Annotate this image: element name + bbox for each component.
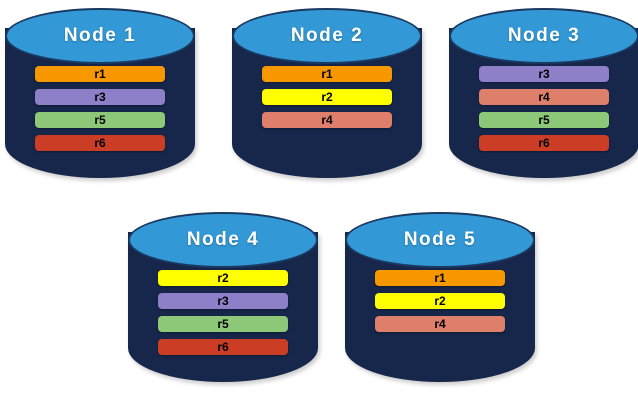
node-label: Node 2 xyxy=(290,25,364,46)
replica-item[interactable]: r5 xyxy=(35,112,165,128)
replica-item[interactable]: r4 xyxy=(479,89,609,105)
replica-item[interactable]: r3 xyxy=(35,89,165,105)
replica-item[interactable]: r3 xyxy=(158,293,288,309)
replica-list: r1 r2 r4 xyxy=(375,270,505,339)
cylinder-top-icon xyxy=(5,8,195,64)
replica-item[interactable]: r5 xyxy=(158,316,288,332)
replica-list: r2 r3 r5 r6 xyxy=(158,270,288,362)
database-node-4[interactable]: Node 4 r2 r3 r5 r6 xyxy=(128,212,318,390)
replica-list: r1 r3 r5 r6 xyxy=(35,66,165,158)
replica-item[interactable]: r2 xyxy=(262,89,392,105)
replica-item[interactable]: r6 xyxy=(35,135,165,151)
node-label: Node 3 xyxy=(507,25,581,46)
node-label: Node 1 xyxy=(63,25,137,46)
replica-item[interactable]: r2 xyxy=(375,293,505,309)
node-label: Node 5 xyxy=(403,229,477,250)
replica-list: r3 r4 r5 r6 xyxy=(479,66,609,158)
replica-item[interactable]: r5 xyxy=(479,112,609,128)
cylinder-top-icon xyxy=(128,212,318,268)
replica-item[interactable]: r4 xyxy=(262,112,392,128)
replica-item[interactable]: r2 xyxy=(158,270,288,286)
replica-item[interactable]: r3 xyxy=(479,66,609,82)
cylinder-top-icon xyxy=(449,8,638,64)
replica-item[interactable]: r1 xyxy=(262,66,392,82)
database-node-2[interactable]: Node 2 r1 r2 r4 xyxy=(232,8,422,186)
replica-item[interactable]: r4 xyxy=(375,316,505,332)
database-node-5[interactable]: Node 5 r1 r2 r4 xyxy=(345,212,535,390)
database-node-1[interactable]: Node 1 r1 r3 r5 r6 xyxy=(5,8,195,186)
replica-item[interactable]: r1 xyxy=(375,270,505,286)
replica-item[interactable]: r1 xyxy=(35,66,165,82)
node-label: Node 4 xyxy=(186,229,260,250)
cylinder-top-icon xyxy=(232,8,422,64)
replica-list: r1 r2 r4 xyxy=(262,66,392,135)
database-node-3[interactable]: Node 3 r3 r4 r5 r6 xyxy=(449,8,638,186)
replica-item[interactable]: r6 xyxy=(479,135,609,151)
cylinder-top-icon xyxy=(345,212,535,268)
replica-item[interactable]: r6 xyxy=(158,339,288,355)
